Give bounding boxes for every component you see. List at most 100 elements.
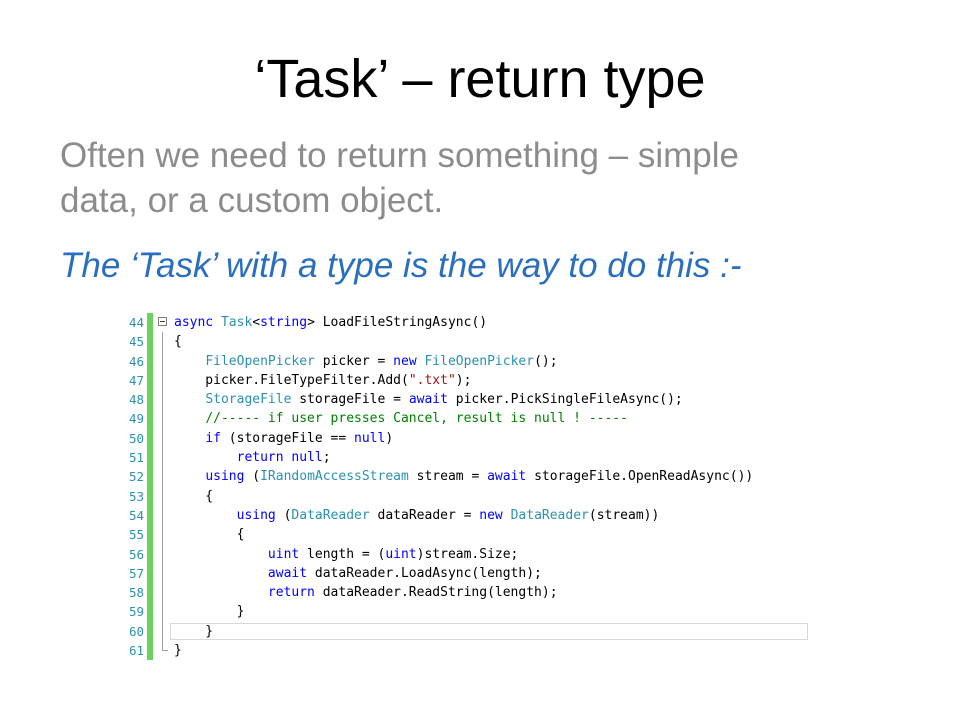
fold-guide	[162, 409, 163, 429]
emphasis-text: The ‘Task’ with a type is the way to do …	[60, 246, 742, 285]
code-text[interactable]: }	[174, 604, 245, 620]
line-number: 51	[128, 450, 144, 466]
code-line: 55 {	[118, 525, 808, 545]
line-number: 43	[118, 303, 144, 305]
change-margin	[147, 602, 153, 622]
code-line: 49 //----- if user presses Cancel, resul…	[118, 409, 808, 429]
code-text[interactable]: {	[174, 527, 245, 543]
change-margin	[147, 505, 153, 526]
fold-guide	[162, 370, 163, 391]
code-text[interactable]: FileOpenPicker picker = new FileOpenPick…	[205, 353, 558, 369]
code-text[interactable]: }	[174, 643, 182, 659]
code-line: 59 }	[118, 602, 808, 622]
fold-guide	[162, 467, 163, 487]
collapse-icon[interactable]	[158, 317, 167, 326]
current-line-highlight	[170, 622, 808, 641]
code-line: 58 return dataReader.ReadString(length);	[118, 583, 808, 603]
fold-guide	[162, 448, 163, 468]
change-margin	[147, 332, 153, 352]
body-text: Often we need to return something – simp…	[60, 133, 880, 223]
fold-end	[162, 650, 168, 652]
change-margin	[147, 641, 153, 661]
code-text[interactable]: {	[174, 488, 214, 504]
code-line: 48 StorageFile storageFile = await picke…	[118, 390, 808, 410]
code-text[interactable]: await dataReader.LoadAsync(length);	[267, 565, 542, 581]
fold-guide	[162, 563, 163, 584]
code-line: 57 await dataReader.LoadAsync(length);	[118, 563, 808, 584]
fold-guide	[162, 602, 163, 622]
change-margin	[147, 486, 153, 506]
change-margin	[147, 448, 153, 468]
line-number: 55	[128, 527, 144, 543]
change-margin	[147, 409, 153, 429]
code-text[interactable]: using (DataReader dataReader = new DataR…	[236, 507, 660, 523]
code-line: 47 picker.FileTypeFilter.Add(".txt");	[118, 370, 808, 391]
fold-guide	[162, 544, 163, 564]
code-text[interactable]: if (storageFile == null)	[205, 430, 394, 446]
fold-guide	[162, 525, 163, 545]
code-text[interactable]: picker.FileTypeFilter.Add(".txt");	[174, 372, 472, 388]
code-line: 52 using (IRandomAccessStream stream = a…	[118, 467, 808, 487]
line-number: 48	[128, 392, 144, 408]
fold-guide	[162, 621, 163, 642]
change-margin	[147, 370, 153, 391]
code-line: 61}	[118, 641, 808, 661]
line-number: 56	[128, 546, 144, 562]
change-margin	[147, 525, 153, 545]
line-number: 57	[128, 565, 144, 581]
code-line: 53 {	[118, 486, 808, 506]
body-line-1: Often we need to return something – simp…	[60, 136, 739, 175]
line-number: 50	[128, 430, 144, 446]
fold-guide	[162, 486, 163, 506]
code-line: 54 using (DataReader dataReader = new Da…	[118, 505, 808, 526]
fold-guide	[162, 428, 163, 449]
code-line: 60 }	[118, 621, 808, 642]
change-margin	[147, 583, 153, 603]
line-number: 59	[128, 604, 144, 620]
code-line: 46 FileOpenPicker picker = new FileOpenP…	[118, 351, 808, 371]
code-text[interactable]: }	[174, 623, 214, 639]
code-screenshot: 43 44 async Task<string> LoadFileStringAs…	[118, 303, 808, 671]
code-line: 50 if (storageFile == null)	[118, 428, 808, 449]
code-text[interactable]: uint length = (uint)stream.Size;	[267, 546, 519, 562]
code-text[interactable]: return null;	[236, 450, 331, 466]
code-line: 45 {	[118, 332, 808, 352]
code-text[interactable]: {	[174, 334, 182, 350]
change-margin	[147, 428, 153, 449]
line-number: 53	[128, 488, 144, 504]
change-margin	[147, 351, 153, 371]
code-text[interactable]: using (IRandomAccessStream stream = awai…	[205, 469, 754, 485]
change-margin	[147, 390, 153, 410]
code-line: 44 async Task<string> LoadFileStringAsync…	[118, 313, 808, 333]
code-line: 51 return null;	[118, 448, 808, 468]
fold-guide	[162, 332, 163, 352]
change-margin	[147, 544, 153, 564]
line-number: 60	[128, 623, 144, 639]
line-number: 52	[128, 469, 144, 485]
change-margin	[147, 621, 153, 642]
line-number: 45	[128, 334, 144, 350]
code-text[interactable]: return dataReader.ReadString(length);	[267, 585, 558, 601]
line-number: 46	[128, 353, 144, 369]
line-number: 54	[128, 507, 144, 523]
fold-guide	[162, 390, 163, 410]
slide-title: ‘Task’ – return type	[254, 49, 706, 109]
code-text[interactable]: StorageFile storageFile = await picker.P…	[205, 392, 683, 408]
code-lines: 44 async Task<string> LoadFileStringAsync…	[118, 313, 808, 661]
fold-guide	[162, 641, 163, 652]
fold-guide	[162, 583, 163, 603]
body-line-2: data, or a custom object.	[60, 181, 444, 220]
change-margin	[147, 563, 153, 584]
code-text[interactable]: //----- if user presses Cancel, result i…	[205, 411, 628, 427]
line-number: 44	[128, 315, 144, 330]
fold-guide	[162, 505, 163, 526]
line-number: 47	[128, 372, 144, 388]
change-margin	[147, 467, 153, 487]
line-number: 58	[128, 585, 144, 601]
code-line: 56 uint length = (uint)stream.Size;	[118, 544, 808, 564]
fold-guide	[162, 351, 163, 371]
code-line-partial: 43	[118, 303, 808, 313]
code-text[interactable]: async Task<string> LoadFileStringAsync()	[174, 315, 488, 330]
line-number: 49	[128, 411, 144, 427]
line-number: 61	[128, 643, 144, 659]
